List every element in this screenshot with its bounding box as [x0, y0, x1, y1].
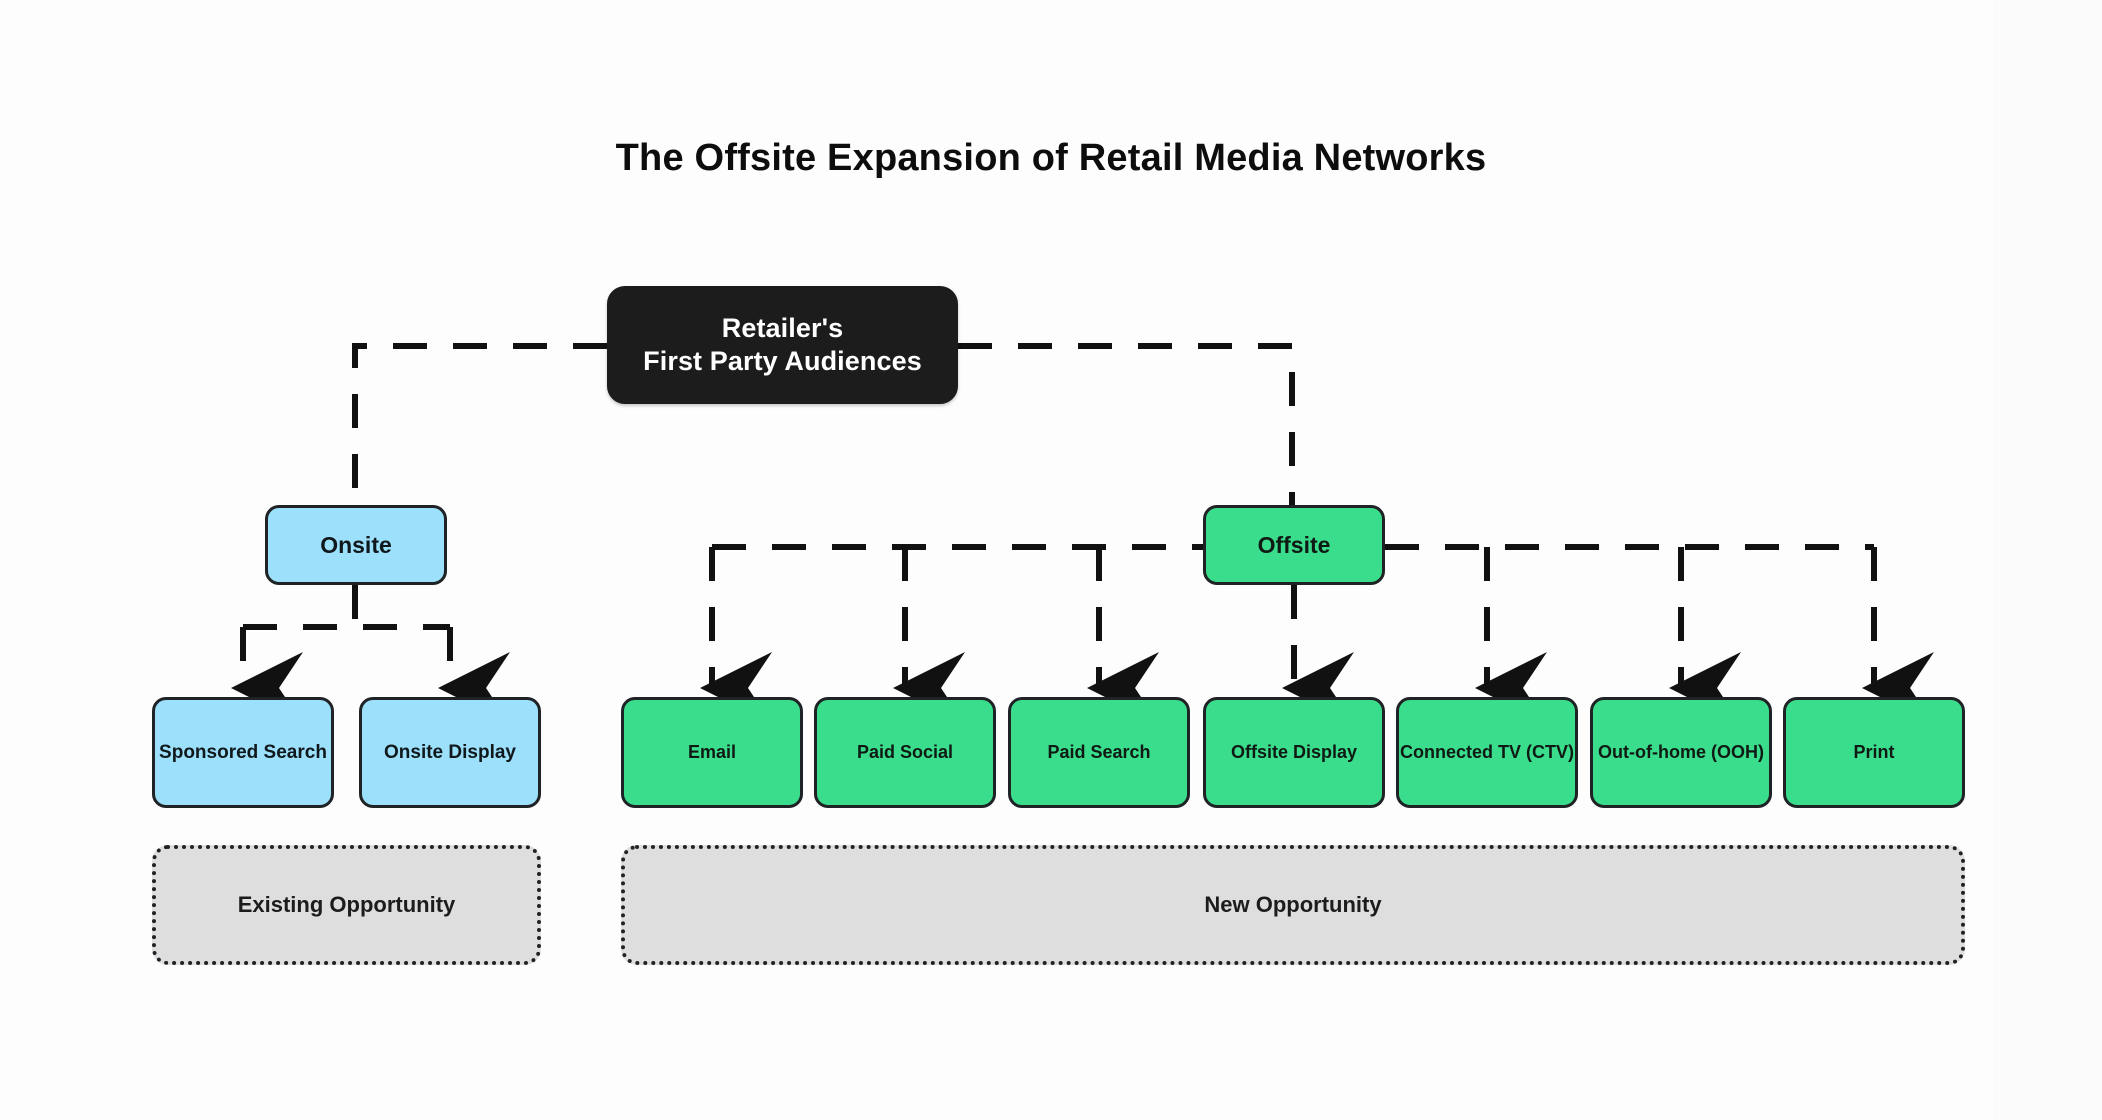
node-offsite[interactable]: Offsite [1203, 505, 1385, 585]
page-title: The Offsite Expansion of Retail Media Ne… [615, 137, 1487, 179]
node-onsite-display[interactable]: Onsite Display [359, 697, 541, 808]
node-email[interactable]: Email [621, 697, 803, 808]
root-line-1: Retailer's [721, 313, 844, 344]
edge-root-onsite [352, 343, 607, 505]
group-new-opportunity: New Opportunity [621, 845, 1965, 965]
node-print[interactable]: Print [1783, 697, 1965, 808]
root-line-2: First Party Audiences [643, 346, 922, 376]
group-existing-opportunity: Existing Opportunity [152, 845, 541, 965]
node-retailer-first-party-audiences[interactable]: Retailer's First Party Audiences [607, 286, 958, 404]
node-out-of-home[interactable]: Out-of-home (OOH) [1590, 697, 1772, 808]
node-paid-search[interactable]: Paid Search [1008, 697, 1190, 808]
node-offsite-display[interactable]: Offsite Display [1203, 697, 1385, 808]
node-paid-social[interactable]: Paid Social [814, 697, 996, 808]
node-onsite[interactable]: Onsite [265, 505, 447, 585]
node-connected-tv[interactable]: Connected TV (CTV) [1396, 697, 1578, 808]
node-sponsored-search[interactable]: Sponsored Search [152, 697, 334, 808]
edge-root-offsite [958, 343, 1295, 505]
